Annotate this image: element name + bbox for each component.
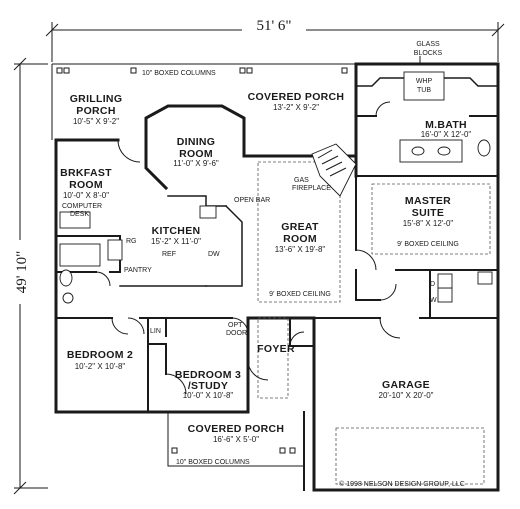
note-boxed-columns-front: 10" BOXED COLUMNS bbox=[176, 459, 250, 466]
rear-porch-outline bbox=[51, 63, 356, 140]
hall-toilet bbox=[59, 269, 73, 287]
room-master-bath: M.BATH 16'-0" X 12'-0" bbox=[421, 119, 472, 139]
svg-text:13'-6" X 19'-8": 13'-6" X 19'-8" bbox=[275, 245, 326, 254]
svg-text:/STUDY: /STUDY bbox=[188, 380, 228, 392]
note-glass-blocks-1: GLASS bbox=[416, 41, 440, 48]
note-boxed-ceiling-master: 9' BOXED CEILING bbox=[397, 241, 459, 248]
svg-text:15'-8" X 12'-0": 15'-8" X 12'-0" bbox=[403, 219, 454, 228]
note-linen: LIN bbox=[150, 328, 161, 335]
svg-text:16'-0" X 12'-0": 16'-0" X 12'-0" bbox=[421, 130, 472, 139]
svg-text:10'-5" X 9'-2": 10'-5" X 9'-2" bbox=[73, 117, 119, 126]
fireplace bbox=[311, 143, 357, 197]
room-garage: GARAGE 20'-10" X 20'-0" bbox=[379, 379, 434, 400]
room-covered-porch-front: COVERED PORCH 16'-6" X 5'-0" bbox=[188, 423, 285, 444]
vanity-sink-left bbox=[411, 146, 425, 156]
width-dimension: 51' 6" bbox=[45, 18, 505, 62]
room-kitchen: KITCHEN 15'-2" X 11'-0" bbox=[151, 225, 201, 246]
water-heater bbox=[477, 271, 493, 285]
note-whp-tub-2: TUB bbox=[417, 87, 431, 94]
svg-text:M.BATH: M.BATH bbox=[425, 119, 467, 131]
svg-text:10'-0" X 8'-0": 10'-0" X 8'-0" bbox=[63, 191, 109, 200]
svg-text:ROOM: ROOM bbox=[283, 233, 317, 245]
svg-text:16'-6" X 5'-0": 16'-6" X 5'-0" bbox=[213, 435, 259, 444]
svg-text:COVERED PORCH: COVERED PORCH bbox=[248, 91, 345, 103]
room-grilling-porch: GRILLING PORCH 10'-5" X 9'-2" bbox=[70, 93, 123, 126]
garage-door bbox=[335, 427, 485, 485]
note-whp-tub-1: WHP bbox=[416, 78, 433, 85]
hall-tub bbox=[59, 243, 101, 267]
svg-text:COVERED PORCH: COVERED PORCH bbox=[188, 423, 285, 435]
room-breakfast-room: BRKFAST ROOM 10'-0" X 8'-0" bbox=[60, 167, 112, 200]
room-bedroom-3: BEDROOM 3 /STUDY 10'-0" X 10'-8" bbox=[175, 369, 241, 400]
vanity-sink-right bbox=[437, 146, 451, 156]
note-computer-desk-2: DESK bbox=[70, 211, 89, 218]
room-dining-room: DINING ROOM 11'-0" X 9'-6" bbox=[173, 136, 219, 168]
master-bath-vanity bbox=[399, 139, 463, 163]
svg-text:PORCH: PORCH bbox=[76, 105, 115, 117]
hall-sink bbox=[62, 292, 74, 304]
depth-dimension: 49' 10" bbox=[10, 57, 48, 495]
depth-label: 49' 10" bbox=[14, 251, 30, 294]
room-master-suite: MASTER SUITE 15'-8" X 12'-0" bbox=[403, 195, 454, 228]
note-open-bar: OPEN BAR bbox=[234, 197, 270, 204]
note-rg: RG bbox=[126, 238, 137, 245]
walls bbox=[54, 62, 500, 492]
note-computer-desk-1: COMPUTER bbox=[62, 203, 102, 210]
dryer bbox=[437, 273, 453, 289]
note-glass-blocks-2: BLOCKS bbox=[414, 50, 443, 57]
svg-text:FOYER: FOYER bbox=[257, 343, 295, 355]
svg-text:MASTER: MASTER bbox=[405, 195, 451, 207]
note-washer: W bbox=[430, 297, 437, 304]
svg-text:SUITE: SUITE bbox=[412, 207, 444, 219]
note-gas-fireplace-1: GAS bbox=[294, 177, 309, 184]
svg-text:11'-0" X 9'-6": 11'-0" X 9'-6" bbox=[173, 159, 219, 168]
svg-text:BEDROOM 2: BEDROOM 2 bbox=[67, 349, 133, 361]
great-room-boxed-ceiling bbox=[257, 161, 341, 303]
svg-text:BEDROOM 3: BEDROOM 3 bbox=[175, 369, 241, 381]
svg-text:10'-2" X 10'-8": 10'-2" X 10'-8" bbox=[75, 362, 126, 371]
washer bbox=[437, 287, 453, 303]
copyright: © 1998 NELSON DESIGN GROUP, LLC bbox=[339, 480, 465, 488]
svg-text:13'-2" X 9'-2": 13'-2" X 9'-2" bbox=[273, 103, 319, 112]
kitchen-sink bbox=[199, 205, 217, 219]
svg-text:GARAGE: GARAGE bbox=[382, 379, 430, 391]
svg-text:20'-10" X 20'-0": 20'-10" X 20'-0" bbox=[379, 391, 434, 400]
note-ref: REF bbox=[162, 251, 176, 258]
svg-text:GRILLING: GRILLING bbox=[70, 93, 123, 105]
svg-text:KITCHEN: KITCHEN bbox=[152, 225, 201, 237]
master-suite-boxed-ceiling bbox=[371, 183, 491, 255]
note-boxed-columns-rear: 10" BOXED COLUMNS bbox=[142, 70, 216, 77]
svg-text:BRKFAST: BRKFAST bbox=[60, 167, 112, 179]
width-label: 51' 6" bbox=[256, 18, 291, 34]
note-dw: DW bbox=[208, 251, 220, 258]
room-foyer: FOYER bbox=[257, 343, 295, 355]
note-opt-door-1: OPT bbox=[228, 322, 243, 329]
note-opt-door-2: DOOR bbox=[226, 330, 247, 337]
range bbox=[107, 239, 123, 261]
master-toilet bbox=[477, 139, 491, 157]
svg-text:15'-2" X 11'-0": 15'-2" X 11'-0" bbox=[151, 237, 201, 246]
svg-text:10'-0" X 10'-8": 10'-0" X 10'-8" bbox=[183, 391, 234, 400]
note-dryer: D bbox=[430, 281, 435, 288]
room-bedroom-2: BEDROOM 2 10'-2" X 10'-8" bbox=[67, 349, 133, 371]
room-great-room: GREAT ROOM 13'-6" X 19'-8" bbox=[275, 221, 326, 254]
note-boxed-ceiling-great: 9' BOXED CEILING bbox=[269, 291, 331, 298]
svg-text:GREAT: GREAT bbox=[281, 221, 319, 233]
svg-text:ROOM: ROOM bbox=[179, 148, 213, 160]
whirlpool-tub bbox=[403, 71, 445, 101]
door-swings bbox=[95, 101, 401, 395]
note-pantry: PANTRY bbox=[124, 267, 152, 274]
room-covered-porch-rear: COVERED PORCH 13'-2" X 9'-2" bbox=[248, 91, 345, 112]
foyer-area bbox=[257, 317, 289, 399]
computer-desk bbox=[59, 211, 91, 229]
front-porch-columns bbox=[171, 447, 296, 454]
note-gas-fireplace-2: FIREPLACE bbox=[292, 185, 331, 192]
svg-text:ROOM: ROOM bbox=[69, 179, 103, 191]
svg-text:DINING: DINING bbox=[177, 136, 216, 148]
